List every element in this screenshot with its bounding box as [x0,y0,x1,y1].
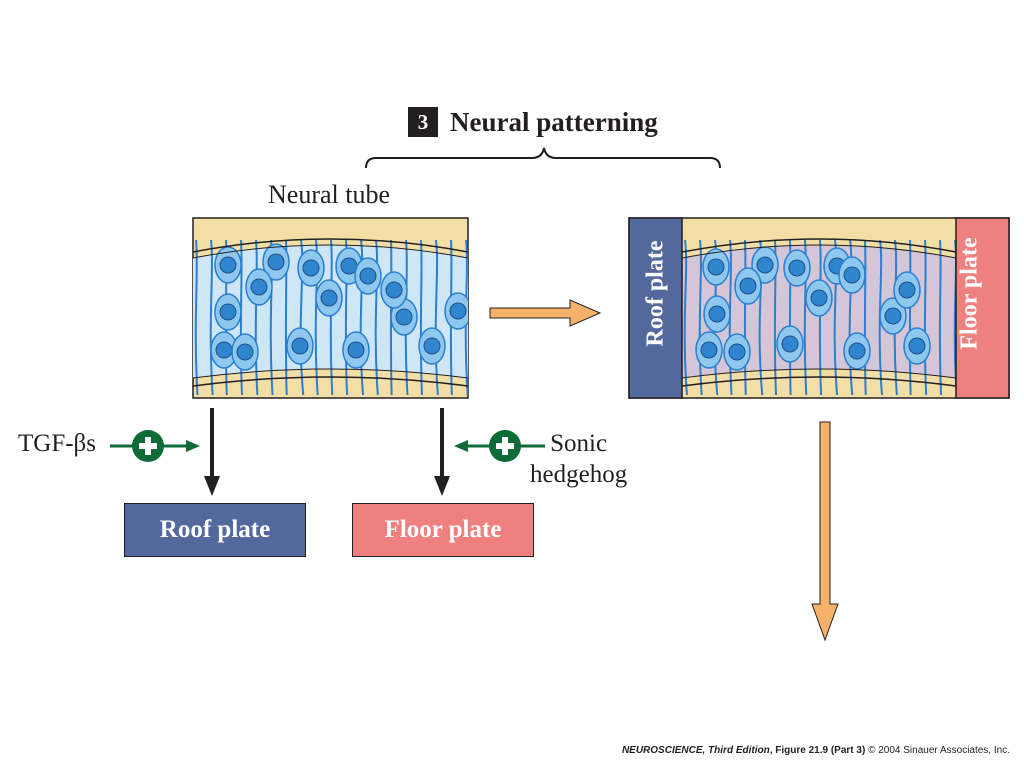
caption-copyright: © 2004 Sinauer Associates, Inc. [865,745,1010,756]
cell-process [938,239,943,396]
cell-nucleus [236,343,254,361]
cell-nucleus [267,253,285,271]
cell-nucleus [219,256,237,274]
cell-nucleus [449,302,467,320]
cell-process [359,239,365,396]
sonic-hedgehog-line1: Sonic [550,430,608,457]
figure-heading: 3 Neural patterning [408,106,658,138]
cell-nucleus [848,342,866,360]
progression-arrow [489,299,602,327]
caption-figure-ref: , Figure 21.9 (Part 3) [769,745,866,756]
cell-nucleus [756,256,774,274]
plus-circle-icon [489,430,521,462]
cell-nucleus [788,259,806,277]
cell-process [698,239,703,396]
sonic-hedgehog-line2: hedgehog [530,461,628,488]
plus-circle-icon [132,430,164,462]
cell-nucleus [291,337,309,355]
cell-nucleus [728,343,746,361]
cell-process [848,239,854,396]
tgf-beta-label: TGF-βs [18,430,97,457]
continuation-arrow [811,421,839,642]
cell-nucleus [385,281,403,299]
cell-nucleus [707,258,725,276]
cell-process [299,239,305,396]
down-arrow-roof [204,408,220,496]
cell-nucleus [708,305,726,323]
cell-nucleus [781,335,799,353]
cell-process [803,239,808,396]
cell-nucleus [908,337,926,355]
cell-process [419,239,423,396]
cell-nucleus [320,289,338,307]
floor-plate-box: Floor plate [352,503,534,557]
cell-process [818,239,823,396]
cell-nucleus [302,259,320,277]
patterned-cells [683,239,956,396]
cell-nucleus [810,289,828,307]
cell-nucleus [898,281,916,299]
cell-nucleus [423,337,441,355]
cell-nucleus [884,307,902,325]
brace [365,147,721,169]
figure-caption: NEUROSCIENCE, Third Edition, Figure 21.9… [622,745,1010,756]
cell-nucleus [359,267,377,285]
roof-plate-vertical-label: Roof plate [642,240,669,347]
floor-plate-band [955,217,1010,399]
cell-nucleus [700,341,718,359]
neural-tube-left [192,217,469,399]
cell-nucleus [219,303,237,321]
cell-nucleus [739,277,757,295]
cell-process [863,239,867,396]
cell-process [878,239,883,396]
cell-process [908,239,912,396]
step-number-badge: 3 [408,107,438,137]
cell-nucleus [340,257,358,275]
cell-process [239,239,243,396]
cell-process [923,239,928,396]
cell-nucleus [843,266,861,284]
cell-process [788,239,792,396]
cell-process [434,239,439,396]
roof-plate-band [628,217,683,399]
roof-plate-box: Roof plate [124,503,306,557]
cell-process [728,239,733,396]
figure-title: Neural patterning [450,106,658,137]
down-arrow-floor [434,408,450,496]
neural-tube-right [628,217,1010,399]
sonic-hedgehog-label: Sonic hedgehog [530,428,627,490]
cell-nucleus [347,341,365,359]
cell-nucleus [395,308,413,326]
caption-book-title: NEUROSCIENCE, Third Edition [621,745,770,756]
cell-nucleus [250,278,268,296]
neural-tube-label: Neural tube [268,180,391,209]
cell-process [209,239,214,396]
cell-nucleus [215,341,233,359]
floor-plate-vertical-label: Floor plate [956,237,983,350]
